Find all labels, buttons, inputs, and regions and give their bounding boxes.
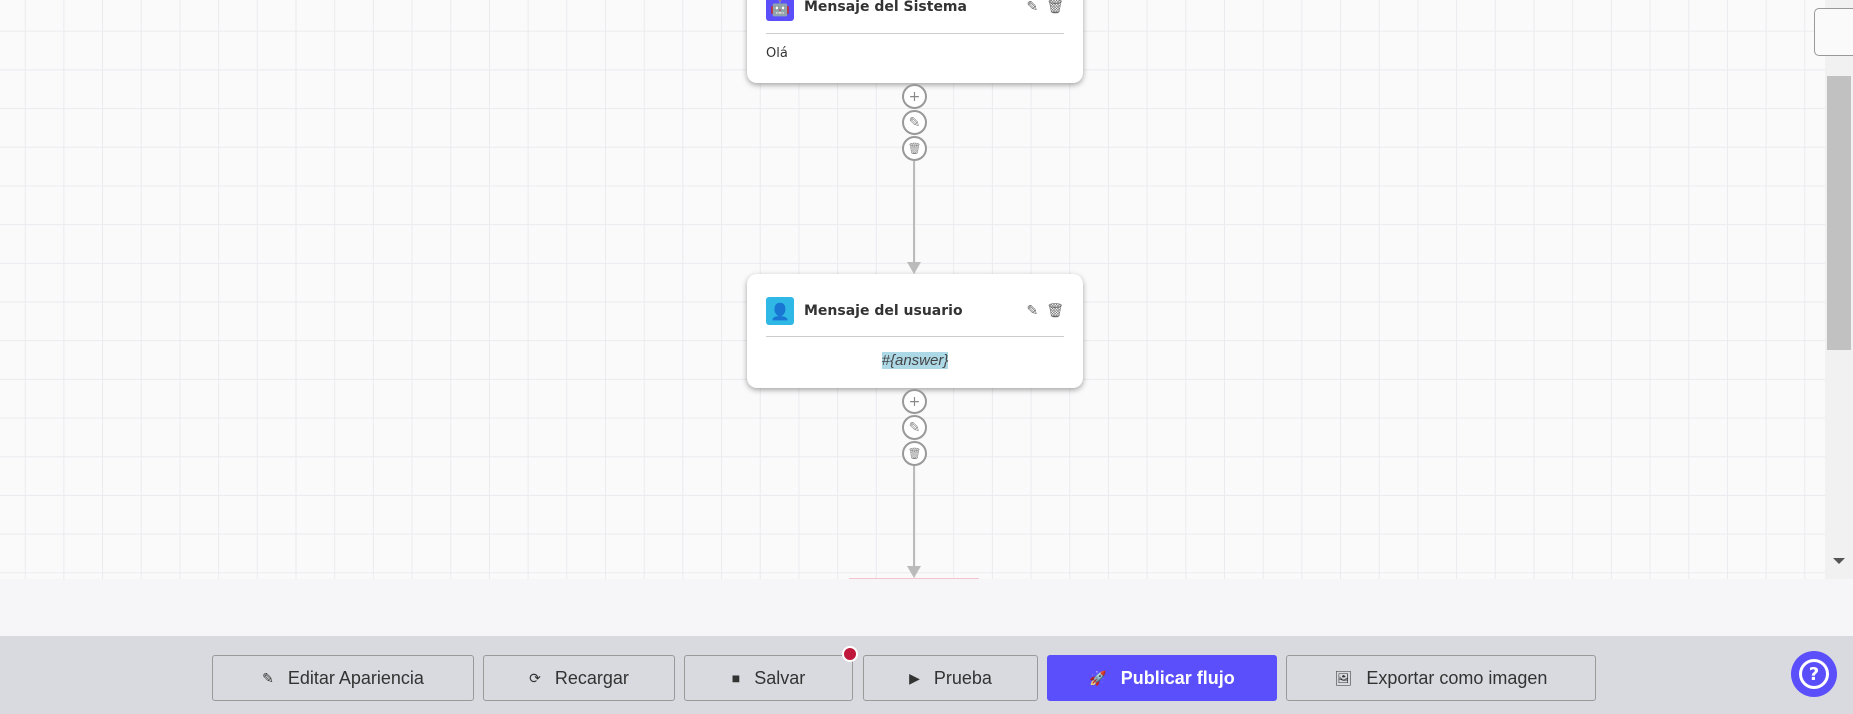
node-header: 👤 Mensaje del usuario ✎ 🗑 (766, 297, 1064, 325)
node-content: Olá (766, 46, 788, 61)
vertical-scrollbar[interactable] (1825, 0, 1853, 579)
connector-line (913, 161, 915, 262)
add-node-button[interactable]: + (902, 84, 927, 109)
image-icon: 🖼 (1334, 669, 1353, 686)
pencil-icon: ✎ (908, 114, 921, 131)
next-node-edge (849, 578, 979, 579)
pencil-icon[interactable]: ✎ (1026, 303, 1039, 319)
save-icon: ■ (731, 670, 741, 686)
scrollbar-thumb[interactable] (1827, 76, 1851, 350)
divider (766, 33, 1064, 34)
button-label: Publicar flujo (1120, 667, 1235, 688)
add-node-button[interactable]: + (902, 389, 927, 414)
bottom-toolbar: ✎ Editar Apariencia ⟳ Recargar ■ Salvar ▶ Pr… (0, 636, 1853, 714)
scroll-down-arrow-icon[interactable] (1833, 558, 1845, 564)
export-image-button[interactable]: 🖼 Exportar como imagen (1286, 655, 1596, 701)
node-header: 🤖 Mensaje del Sistema ✎ 🗑 (766, 0, 1064, 21)
arrow-down-icon (907, 566, 921, 578)
button-label: Editar Apariencia (287, 667, 424, 688)
robot-icon: 🤖 (766, 0, 794, 21)
button-label: Prueba (933, 667, 992, 688)
node-title: Mensaje del usuario (804, 303, 963, 319)
edit-connection-button[interactable]: ✎ (902, 415, 927, 440)
question-icon: ? (1799, 659, 1829, 689)
unsaved-changes-dot (842, 646, 858, 662)
delete-connection-button[interactable]: 🗑 (902, 136, 927, 161)
pencil-icon[interactable]: ✎ (1026, 0, 1039, 15)
edit-connection-button[interactable]: ✎ (902, 110, 927, 135)
flow-canvas[interactable]: 🤖 Mensaje del Sistema ✎ 🗑 Olá + ✎ 🗑 👤 Men… (0, 0, 1825, 579)
divider (766, 336, 1064, 337)
node-system-message[interactable]: 🤖 Mensaje del Sistema ✎ 🗑 Olá (747, 0, 1083, 83)
connector-line (913, 466, 915, 566)
publish-flow-button[interactable]: 🚀 Publicar flujo (1047, 655, 1277, 701)
button-label: Salvar (754, 667, 806, 688)
node-content-variable: #{answer} (881, 352, 949, 369)
trash-icon: 🗑 (907, 142, 922, 155)
trash-icon: 🗑 (907, 447, 922, 460)
trash-icon[interactable]: 🗑 (1046, 303, 1064, 319)
delete-connection-button[interactable]: 🗑 (902, 441, 927, 466)
button-label: Recargar (554, 667, 629, 688)
reload-button[interactable]: ⟳ Recargar (483, 655, 675, 701)
button-label: Exportar como imagen (1366, 667, 1548, 688)
save-button[interactable]: ■ Salvar (684, 655, 853, 701)
plus-icon: + (908, 393, 921, 410)
minimap-panel[interactable] (1814, 8, 1853, 56)
user-icon: 👤 (766, 297, 794, 325)
refresh-icon: ⟳ (529, 669, 541, 686)
play-icon: ▶ (909, 669, 920, 686)
trash-icon[interactable]: 🗑 (1046, 0, 1064, 15)
node-user-message[interactable]: 👤 Mensaje del usuario ✎ 🗑 #{answer} (747, 274, 1083, 388)
arrow-down-icon (907, 262, 921, 274)
help-button[interactable]: ? (1791, 651, 1837, 697)
edit-icon: ✎ (262, 669, 274, 686)
rocket-icon: 🚀 (1089, 669, 1107, 686)
edit-appearance-button[interactable]: ✎ Editar Apariencia (212, 655, 474, 701)
test-button[interactable]: ▶ Prueba (863, 655, 1038, 701)
node-title: Mensaje del Sistema (804, 0, 967, 15)
plus-icon: + (908, 88, 921, 105)
pencil-icon: ✎ (908, 419, 921, 436)
